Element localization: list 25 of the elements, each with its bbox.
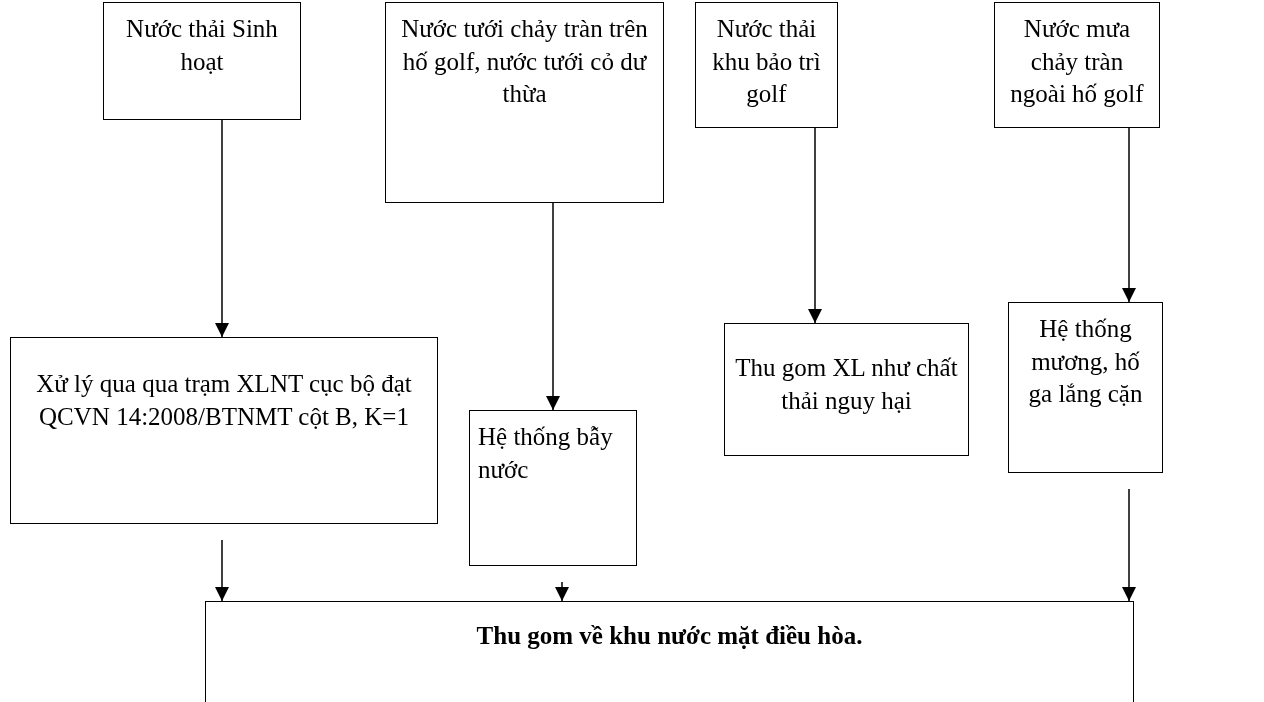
box-label: Nước mưa chảy tràn ngoài hố golf (1009, 14, 1145, 109)
box-label: Thu gom XL như chất thải nguy hại (734, 353, 959, 416)
process-box (385, 2, 664, 203)
arrow (1122, 488, 1136, 602)
process-box (205, 601, 1134, 702)
process-box (1008, 302, 1163, 473)
process-box (469, 410, 637, 566)
arrow (215, 539, 229, 602)
box-label: Xử lý qua qua trạm XLNT cục bộ đạt QCVN 14:2008/BTNMT cột B, K=1 (35, 369, 413, 432)
process-box (10, 337, 438, 524)
box-label: Nước tưới chảy tràn trên hố golf, nước tưới cỏ dư thừa (400, 14, 649, 109)
process-box (724, 323, 969, 456)
box-label: Nước thải Sinh hoạt (125, 14, 279, 77)
arrow (546, 202, 560, 411)
box-label: Hệ thống bẫy nước (478, 422, 614, 485)
arrow (1122, 127, 1136, 303)
arrow (215, 119, 229, 338)
box-label: Hệ thống mương, hố ga lắng cặn (1027, 314, 1144, 409)
arrow (555, 581, 569, 602)
arrow (808, 127, 822, 324)
box-label: Nước thải khu bảo trì golf (711, 14, 822, 109)
process-box (103, 2, 301, 120)
process-box (994, 2, 1160, 128)
box-label: Thu gom về khu nước mặt điều hòa. (475, 621, 864, 651)
process-box (695, 2, 838, 128)
